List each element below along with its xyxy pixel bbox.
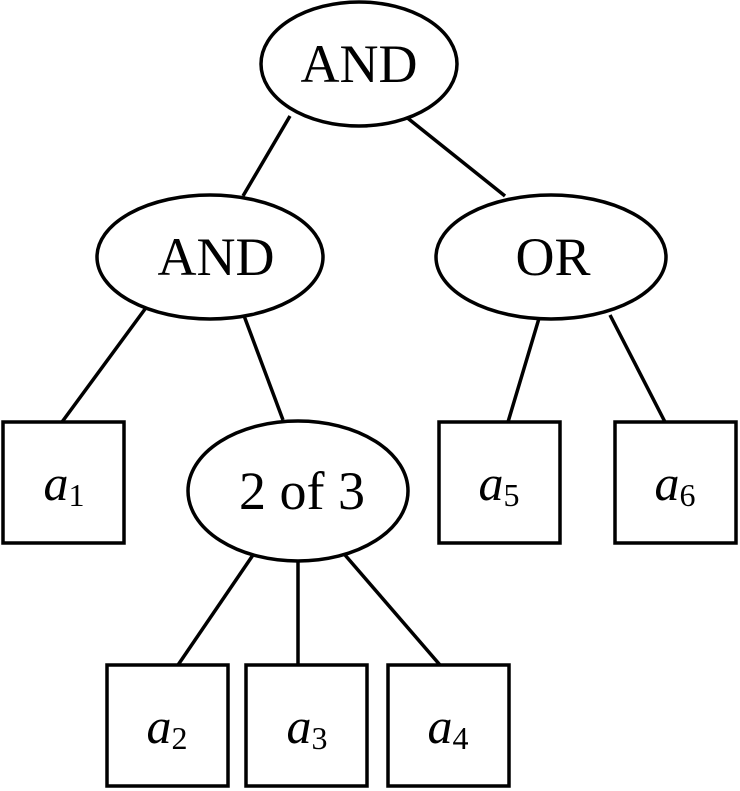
leaf-a3: a3 [244,663,369,788]
leaf-a1: a1 [1,420,126,545]
edge-threshold-to-a2 [176,554,255,666]
leaf-a6-label: a6 [655,455,696,513]
edge-left-and-to-threshold [238,304,285,421]
edge-threshold-to-a4 [343,553,442,667]
leaf-a4: a4 [386,663,511,788]
edge-left-and-to-a1 [60,303,150,424]
threshold-node: 2 of 3 [186,419,410,563]
edge-or-to-a6 [608,314,667,423]
leaf-a4-label: a4 [428,698,469,756]
threshold-label: 2 of 3 [239,461,365,521]
edge-root-to-or [403,114,507,198]
leaf-a5-label: a5 [479,455,520,513]
or-node: OR [434,193,668,321]
leaf-a6: a6 [613,420,738,545]
or-label: OR [515,227,590,287]
left-and-node: AND [95,193,325,321]
leaf-a2: a2 [105,663,230,788]
edge-root-to-left-and [241,115,292,197]
leaf-a1-label: a1 [44,455,85,513]
edge-or-to-a5 [506,314,542,423]
leaf-a3-label: a3 [287,698,328,756]
root-and-label: AND [301,34,418,94]
leaf-a5: a5 [437,420,562,545]
leaf-a2-label: a2 [147,698,188,756]
left-and-label: AND [158,227,275,287]
root-and-node: AND [259,0,459,128]
